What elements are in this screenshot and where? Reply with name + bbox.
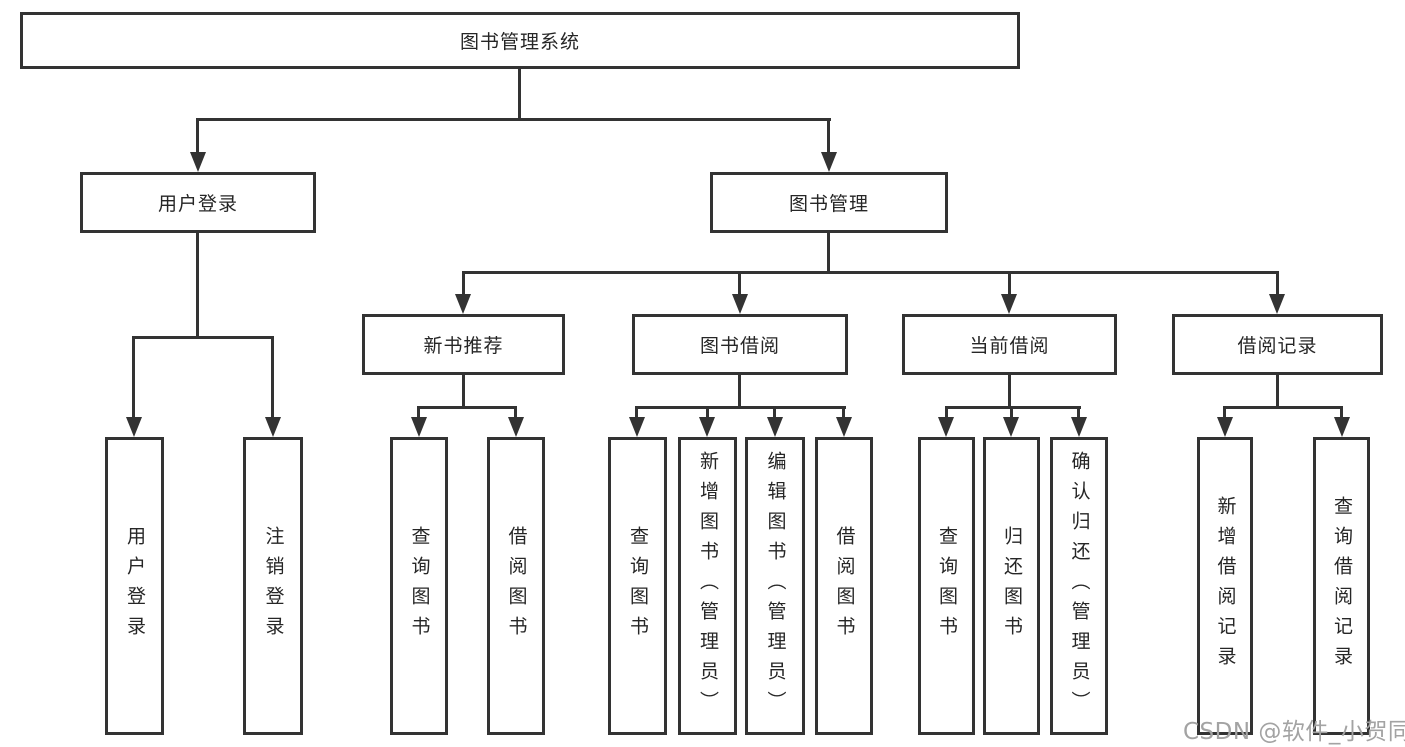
leaf-query-borrow-record-label: 查询借阅记录 [1331, 496, 1353, 676]
node-book-borrowing-label: 图书借阅 [699, 335, 780, 357]
leaf-user-login-label: 用户登录 [124, 526, 146, 646]
connector-segment [945, 406, 1081, 409]
leaf-query-books-current-label: 查询图书 [936, 526, 958, 646]
arrow-down [821, 152, 837, 172]
connector-segment [1008, 374, 1011, 409]
connector-segment [842, 406, 845, 421]
connector-segment [1010, 406, 1013, 421]
connector-segment [1008, 271, 1011, 297]
leaf-edit-books-admin: 编辑图书（管理员） [745, 437, 805, 735]
leaf-logout-label: 注销登录 [262, 526, 285, 646]
arrow-down [699, 417, 715, 437]
leaf-query-books-borrow-label: 查询图书 [627, 526, 649, 646]
connector-segment [462, 271, 1279, 274]
leaf-query-borrow-record: 查询借阅记录 [1313, 437, 1370, 735]
leaf-borrow-books: 借阅图书 [815, 437, 873, 735]
node-new-book-recommend: 新书推荐 [362, 314, 565, 375]
leaf-return-books: 归还图书 [983, 437, 1040, 735]
node-root-label: 图书管理系统 [459, 31, 580, 53]
connector-segment [1276, 374, 1279, 409]
arrow-down [455, 294, 471, 314]
node-root: 图书管理系统 [20, 12, 1020, 69]
leaf-add-borrow-record: 新增借阅记录 [1197, 437, 1253, 735]
connector-segment [196, 118, 199, 156]
connector-segment [945, 406, 948, 421]
arrow-down [126, 417, 142, 437]
arrow-down [1217, 417, 1233, 437]
connector-segment [417, 406, 517, 409]
node-user-login-label: 用户登录 [157, 193, 238, 215]
leaf-confirm-return-admin: 确认归还（管理员） [1050, 437, 1108, 735]
connector-segment [706, 406, 709, 421]
node-book-management-label: 图书管理 [788, 193, 869, 215]
node-borrowing-records: 借阅记录 [1172, 314, 1383, 375]
connector-segment [635, 406, 846, 409]
node-borrowing-records-label: 借阅记录 [1237, 335, 1318, 357]
arrow-down [629, 417, 645, 437]
arrow-down [1003, 417, 1019, 437]
node-current-borrowing: 当前借阅 [902, 314, 1117, 375]
connector-segment [1223, 406, 1343, 409]
leaf-add-books-admin: 新增图书（管理员） [678, 437, 737, 735]
connector-segment [773, 406, 776, 421]
connector-segment [635, 406, 638, 421]
arrow-down [265, 417, 281, 437]
connector-segment [417, 406, 420, 421]
leaf-user-login: 用户登录 [105, 437, 164, 735]
leaf-return-books-label: 归还图书 [1001, 526, 1023, 646]
connector-segment [518, 68, 521, 120]
arrow-down [1334, 417, 1350, 437]
arrow-down [938, 417, 954, 437]
csdn-watermark: CSDN @软件_小贺同学 [1183, 719, 1405, 745]
connector-segment [132, 336, 274, 339]
connector-segment [132, 336, 135, 419]
connector-segment [514, 406, 517, 421]
arrow-down [1001, 294, 1017, 314]
connector-segment [196, 118, 831, 121]
leaf-borrow-books-label: 借阅图书 [833, 526, 856, 646]
node-current-borrowing-label: 当前借阅 [969, 335, 1050, 357]
arrow-down [190, 152, 206, 172]
arrow-down [767, 417, 783, 437]
leaf-add-books-admin-label: 新增图书（管理员） [697, 451, 719, 721]
connector-segment [1276, 271, 1279, 297]
leaf-edit-books-admin-label: 编辑图书（管理员） [764, 451, 787, 721]
connector-segment [462, 374, 465, 409]
connector-segment [1077, 406, 1080, 421]
connector-segment [196, 233, 199, 339]
node-user-login: 用户登录 [80, 172, 316, 233]
connector-segment [462, 271, 465, 297]
leaf-query-books-borrow: 查询图书 [608, 437, 667, 735]
node-book-borrowing: 图书借阅 [632, 314, 848, 375]
arrow-down [732, 294, 748, 314]
node-book-management: 图书管理 [710, 172, 948, 233]
connector-segment [827, 233, 830, 274]
node-new-book-recommend-label: 新书推荐 [423, 335, 504, 357]
arrow-down [508, 417, 524, 437]
connector-segment [1340, 406, 1343, 421]
leaf-borrow-books-recommend-label: 借阅图书 [505, 526, 528, 646]
connector-segment [827, 118, 830, 156]
leaf-logout: 注销登录 [243, 437, 303, 735]
leaf-borrow-books-recommend: 借阅图书 [487, 437, 545, 735]
connector-segment [738, 374, 741, 409]
leaf-add-borrow-record-label: 新增借阅记录 [1214, 496, 1237, 676]
leaf-query-books-current: 查询图书 [918, 437, 975, 735]
arrow-down [1269, 294, 1285, 314]
connector-segment [738, 271, 741, 297]
arrow-down [836, 417, 852, 437]
arrow-down [411, 417, 427, 437]
leaf-query-books-recommend: 查询图书 [390, 437, 448, 735]
connector-segment [1223, 406, 1226, 421]
leaf-confirm-return-admin-label: 确认归还（管理员） [1068, 451, 1091, 721]
connector-segment [271, 336, 274, 419]
arrow-down [1071, 417, 1087, 437]
leaf-query-books-recommend-label: 查询图书 [408, 526, 431, 646]
